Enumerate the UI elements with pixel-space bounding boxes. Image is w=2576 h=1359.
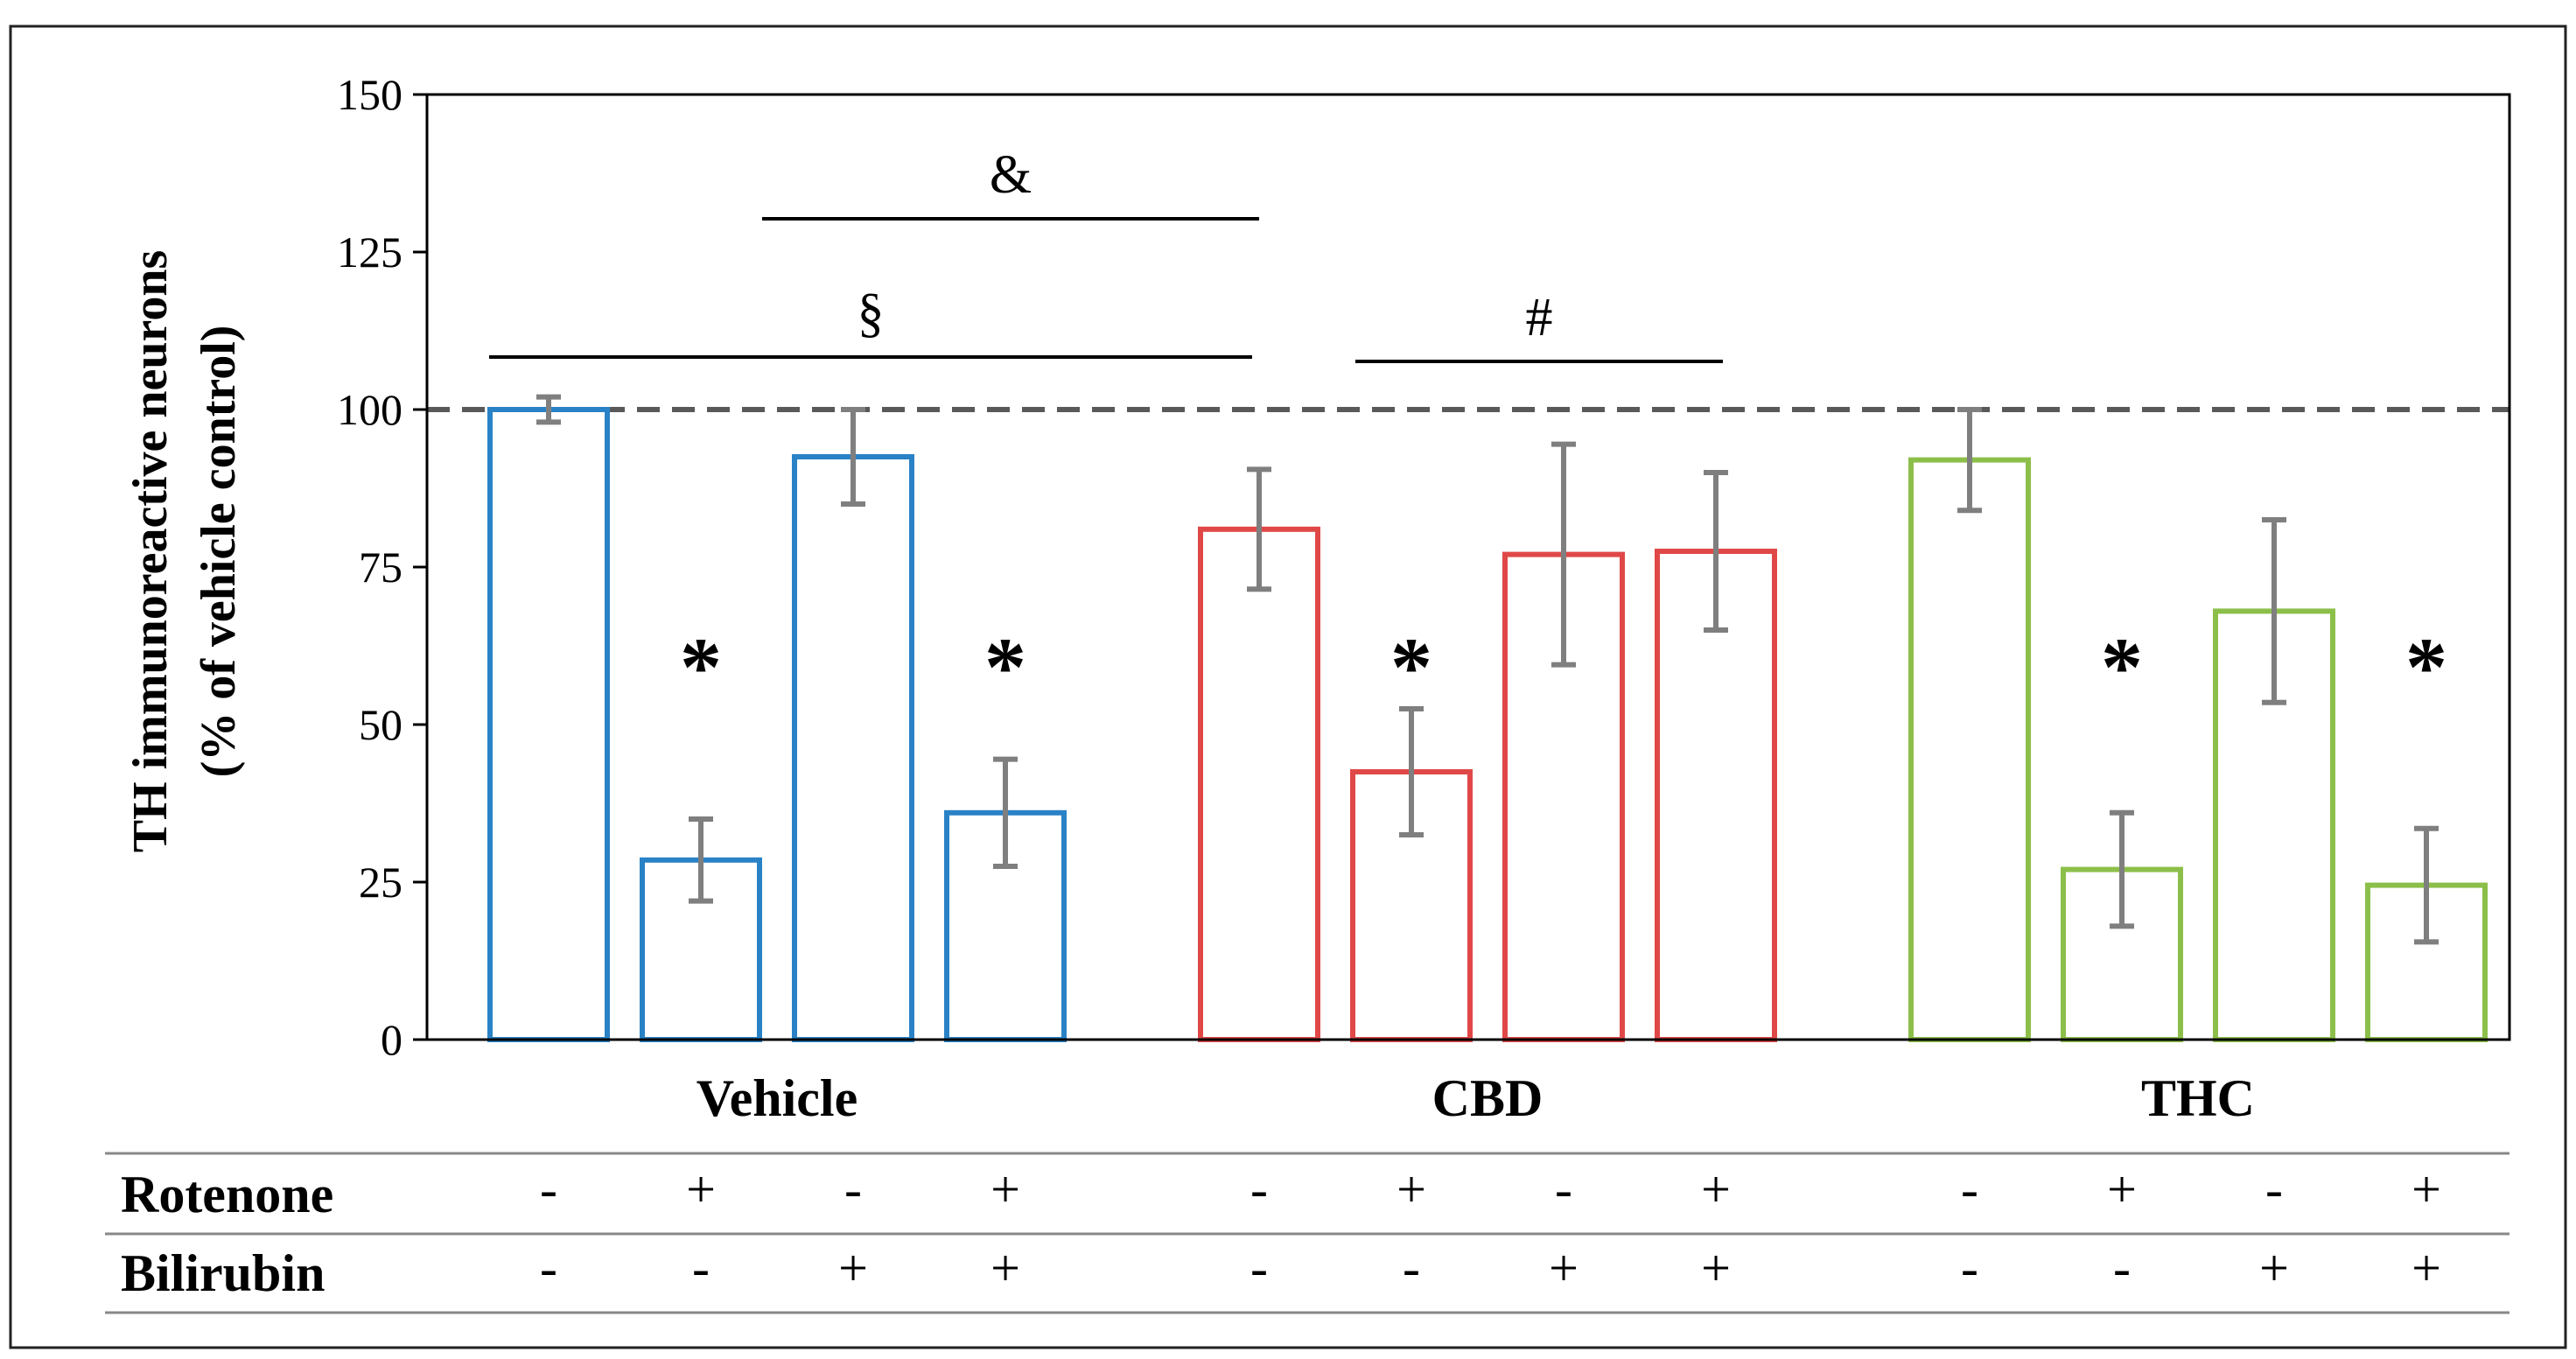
significance-star: * — [2405, 620, 2447, 714]
treatment-sign: - — [540, 1160, 557, 1218]
annotation-symbol: # — [1526, 288, 1553, 347]
y-tick-label: 150 — [337, 70, 402, 119]
treatment-sign: - — [1961, 1160, 1978, 1218]
treatment-sign: - — [2265, 1160, 2283, 1218]
treatment-sign: + — [1701, 1239, 1731, 1297]
treatment-sign: - — [692, 1239, 710, 1297]
y-tick-label: 50 — [359, 700, 402, 749]
plot-frame — [425, 93, 2511, 1041]
group-label-cbd: CBD — [1432, 1069, 1544, 1127]
treatment-sign: - — [2113, 1239, 2131, 1297]
comparison-annotations: & § # — [489, 145, 1723, 363]
y-axis-label-line1: TH immunoreactive neurons — [123, 250, 178, 853]
treatment-sign: + — [2259, 1239, 2289, 1297]
treatment-sign: + — [1701, 1160, 1731, 1218]
treatment-sign: - — [1403, 1239, 1420, 1297]
y-tick-label: 100 — [337, 385, 402, 434]
treatment-sign: + — [686, 1160, 716, 1218]
annotation-symbol: § — [858, 284, 885, 343]
treatment-sign: + — [1396, 1160, 1426, 1218]
treatment-sign: + — [2412, 1239, 2441, 1297]
y-tick-label: 25 — [359, 858, 402, 907]
y-tick-label: 125 — [337, 228, 402, 277]
treatment-sign: + — [2107, 1160, 2137, 1218]
significance-star: * — [680, 620, 722, 714]
treatment-table: Rotenone - + - + - + - + - + - + Bilirubin - - + + - - + + - - +… — [105, 1152, 2510, 1314]
treatment-sign: + — [990, 1239, 1020, 1297]
bars — [487, 407, 2488, 1043]
treatment-sign: - — [844, 1160, 862, 1218]
bar-vehicle-3 — [792, 454, 914, 1042]
bar-vehicle-1 — [487, 407, 610, 1042]
significance-markers: * * * * * — [680, 620, 2447, 714]
row-label-rotenone: Rotenone — [121, 1166, 333, 1223]
y-tick-label: 75 — [359, 543, 402, 592]
error-bars — [536, 394, 2439, 945]
treatment-sign: + — [1549, 1239, 1578, 1297]
annotation-symbol: & — [990, 145, 1032, 205]
y-tick-label: 0 — [381, 1015, 402, 1064]
y-axis-ticks: 0 25 50 75 100 125 150 — [337, 70, 427, 1064]
treatment-sign: + — [838, 1239, 868, 1297]
row-label-bilirubin: Bilirubin — [121, 1244, 325, 1302]
group-labels: Vehicle CBD THC — [696, 1069, 2255, 1127]
significance-star: * — [984, 620, 1026, 714]
group-label-vehicle: Vehicle — [696, 1069, 858, 1127]
treatment-sign: + — [2412, 1160, 2441, 1218]
bar-thc-1 — [1908, 457, 2031, 1042]
significance-star: * — [2101, 620, 2143, 714]
treatment-sign: + — [990, 1160, 1020, 1218]
treatment-sign: - — [540, 1239, 557, 1297]
treatment-sign: - — [1555, 1160, 1572, 1218]
y-axis-label: TH immunoreactive neurons (% of vehicle … — [123, 250, 246, 853]
treatment-sign: - — [1250, 1239, 1268, 1297]
treatment-sign: - — [1961, 1239, 1978, 1297]
figure-border — [9, 25, 2567, 1349]
bar-cbd-1 — [1198, 526, 1320, 1042]
treatment-sign: - — [1250, 1160, 1268, 1218]
group-label-thc: THC — [2141, 1069, 2255, 1127]
significance-star: * — [1390, 620, 1432, 714]
y-axis-label-line2: (% of vehicle control) — [192, 326, 246, 778]
